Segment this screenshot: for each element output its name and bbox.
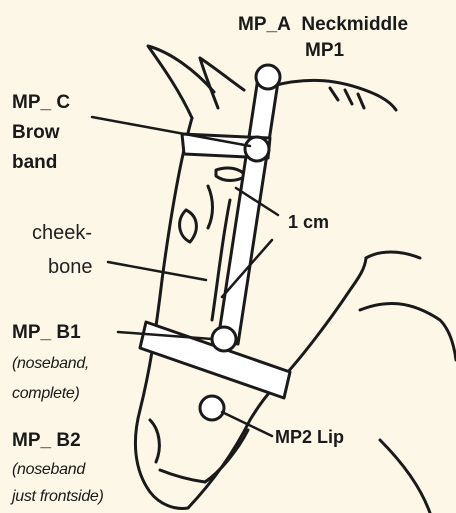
face-front: [140, 118, 192, 410]
leader-mp-c: [92, 117, 250, 146]
neck-lower: [380, 440, 430, 513]
label-band: band: [12, 152, 57, 173]
label-mp-a-code: MP_A: [238, 14, 291, 35]
label-mp2-lip: MP2 Lip: [275, 427, 344, 447]
jowl: [276, 258, 366, 385]
leader-cheekbone: [108, 262, 206, 280]
ear-left: [148, 46, 214, 118]
mp-b1-point: [212, 327, 236, 351]
mp2-lip-point: [200, 396, 224, 420]
label-cheek: cheek-: [32, 222, 92, 244]
label-b2-note-2: just frontside): [12, 488, 104, 506]
eye-brow-line: [208, 186, 213, 228]
label-mp1: MP1: [305, 40, 344, 61]
neck-back: [366, 252, 420, 258]
mp-c-point: [245, 137, 269, 161]
label-b1-note-2: complete): [12, 385, 80, 403]
label-mp-c: MP_ C: [12, 92, 70, 113]
label-b2-note-1: (noseband: [12, 461, 85, 479]
label-neckmiddle: Neckmiddle: [301, 14, 408, 35]
mane-hair: [330, 88, 364, 108]
mp-a-point: [256, 65, 280, 89]
label-b1-note-1: (noseband,: [12, 355, 89, 373]
label-mp-b2: MP_ B2: [12, 430, 81, 451]
label-1cm: 1 cm: [288, 212, 329, 232]
mouth-line: [160, 470, 205, 482]
neck-front: [360, 303, 456, 360]
label-brow: Brow: [12, 122, 60, 143]
cheek-detail: [180, 210, 197, 242]
label-bone: bone: [48, 256, 93, 278]
label-mp-b1: MP_ B1: [12, 322, 81, 343]
muzzle: [135, 410, 188, 508]
nostril: [150, 420, 159, 462]
label-mp-a: MP_A Neckmiddle: [238, 14, 408, 35]
